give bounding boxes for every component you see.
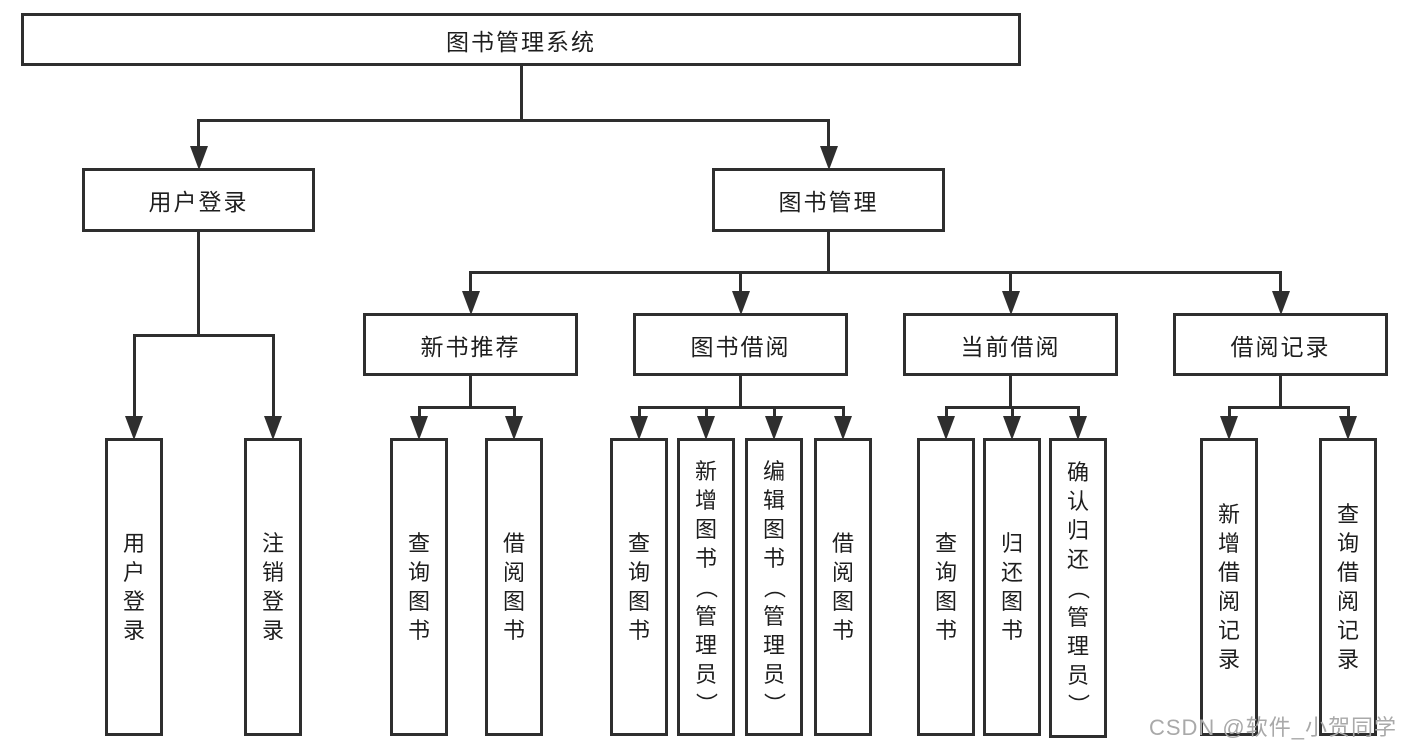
node-label-current-borrowing: 当前借阅 xyxy=(960,333,1061,360)
node-label-edit-books-admin: 编辑图书（管理员） xyxy=(761,458,787,715)
connector-bar xyxy=(197,118,830,122)
node-borrow-books-2: 借阅图书 xyxy=(814,438,872,736)
arrowhead-down-icon xyxy=(1271,291,1290,315)
node-add-borrow-record: 新增借阅记录 xyxy=(1200,438,1258,736)
node-label-add-books-admin: 新增图书（管理员） xyxy=(693,458,719,715)
arrowhead-down-icon xyxy=(461,291,480,315)
node-borrowing-records: 借阅记录 xyxy=(1173,313,1388,376)
node-book-borrowing: 图书借阅 xyxy=(633,313,848,376)
node-label-confirm-return-admin: 确认归还（管理员） xyxy=(1065,459,1091,716)
node-logout: 注销登录 xyxy=(244,438,302,736)
node-confirm-return-admin: 确认归还（管理员） xyxy=(1049,438,1107,738)
node-label-user-login: 用户登录 xyxy=(148,189,249,215)
node-root: 图书管理系统 xyxy=(21,13,1021,66)
node-label-query-books-2: 查询图书 xyxy=(627,531,650,643)
arrowhead-down-icon xyxy=(1001,291,1020,315)
connector-arm xyxy=(739,272,742,309)
node-label-logout: 注销登录 xyxy=(261,531,284,643)
connector-stem xyxy=(1279,376,1282,407)
node-label-borrowing-records: 借阅记录 xyxy=(1230,333,1331,360)
node-query-books-3: 查询图书 xyxy=(917,438,975,736)
arrowhead-down-icon xyxy=(731,291,750,315)
node-label-query-books-1: 查询图书 xyxy=(407,531,430,643)
connector-stem xyxy=(827,232,830,272)
connector-stem xyxy=(197,232,200,335)
csdn-watermark: CSDN @软件_小贺同学 xyxy=(1148,715,1397,740)
node-return-books: 归还图书 xyxy=(983,438,1041,736)
arrowhead-down-icon xyxy=(819,146,838,170)
node-user-login: 用户登录 xyxy=(82,168,315,232)
node-label-borrow-books-2: 借阅图书 xyxy=(831,531,854,643)
connector-arm xyxy=(1279,272,1282,309)
node-label-user-login-leaf: 用户登录 xyxy=(122,531,145,643)
arrowhead-down-icon xyxy=(264,416,282,440)
connector-stem xyxy=(469,376,472,407)
arrowhead-down-icon xyxy=(937,416,955,440)
arrowhead-down-icon xyxy=(630,416,648,440)
node-user-login-leaf: 用户登录 xyxy=(105,438,163,736)
arrowhead-down-icon xyxy=(765,416,783,440)
node-label-book-borrowing: 图书借阅 xyxy=(690,333,791,360)
connector-stem xyxy=(1009,376,1012,407)
arrowhead-down-icon xyxy=(505,416,523,440)
arrowhead-down-icon xyxy=(1069,416,1087,440)
connector-arm xyxy=(197,120,200,164)
connector-arm xyxy=(132,335,136,434)
node-label-return-books: 归还图书 xyxy=(1000,531,1023,643)
node-label-book-management: 图书管理 xyxy=(778,189,879,215)
arrowhead-down-icon xyxy=(189,146,208,170)
node-current-borrowing: 当前借阅 xyxy=(903,313,1118,376)
connector-bar xyxy=(1227,405,1350,409)
arrowhead-down-icon xyxy=(697,416,715,440)
node-book-management: 图书管理 xyxy=(712,168,945,232)
node-query-borrow-record: 查询借阅记录 xyxy=(1319,438,1377,736)
node-edit-books-admin: 编辑图书（管理员） xyxy=(745,438,803,736)
arrowhead-down-icon xyxy=(410,416,428,440)
connector-bar xyxy=(637,405,845,409)
node-label-query-borrow-record: 查询借阅记录 xyxy=(1336,502,1359,672)
arrowhead-down-icon xyxy=(1339,416,1357,440)
connector-bar xyxy=(469,270,1282,274)
node-query-books-1: 查询图书 xyxy=(390,438,448,736)
connector-arm xyxy=(469,272,472,309)
node-label-add-borrow-record: 新增借阅记录 xyxy=(1217,502,1240,672)
node-new-book-recommend: 新书推荐 xyxy=(363,313,578,376)
node-label-query-books-3: 查询图书 xyxy=(934,531,957,643)
connector-arm xyxy=(827,120,830,164)
node-label-borrow-books-1: 借阅图书 xyxy=(502,531,525,643)
node-query-books-2: 查询图书 xyxy=(610,438,668,736)
connector-bar xyxy=(417,405,516,409)
connector-stem xyxy=(739,376,742,407)
arrowhead-down-icon xyxy=(834,416,852,440)
connector-bar xyxy=(132,333,275,337)
arrowhead-down-icon xyxy=(1220,416,1238,440)
node-borrow-books-1: 借阅图书 xyxy=(485,438,543,736)
arrowhead-down-icon xyxy=(125,416,143,440)
arrowhead-down-icon xyxy=(1003,416,1021,440)
node-label-root: 图书管理系统 xyxy=(446,28,596,55)
connector-arm xyxy=(1009,272,1012,309)
connector-stem xyxy=(519,66,523,120)
connector-arm xyxy=(271,335,275,434)
node-add-books-admin: 新增图书（管理员） xyxy=(677,438,735,736)
node-label-new-book-recommend: 新书推荐 xyxy=(420,333,521,360)
